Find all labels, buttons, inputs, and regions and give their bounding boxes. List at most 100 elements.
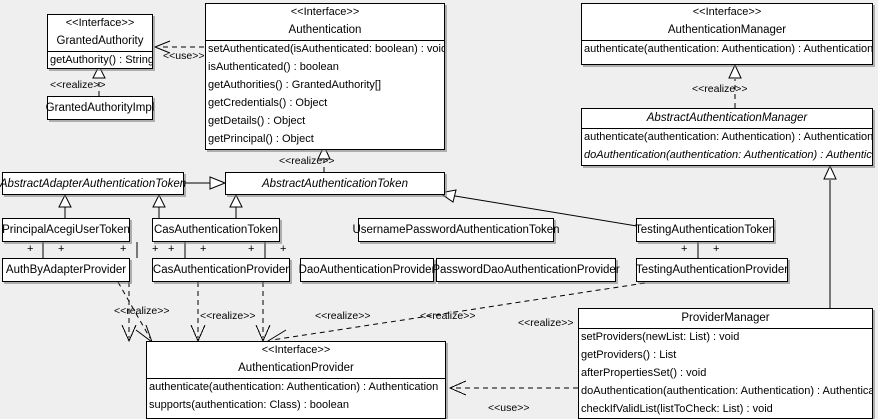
class-dao-authentication-provider[interactable]: DaoAuthenticationProvider [298,258,436,282]
class-testing-authentication-token[interactable]: TestingAuthenticationToken [635,218,776,242]
class-name-abstract-adapter-authentication-token: AbstractAdapterAuthenticationToken [0,177,187,190]
class-name-cas-authentication-provider: CasAuthenticationProvider [152,264,290,276]
class-authentication-manager[interactable]: <<Interface>> AuthenticationManager auth… [581,3,873,65]
class-authentication-provider[interactable]: <<Interface>> AuthenticationProvider aut… [146,341,446,419]
multiplicity-username-password-token-passworddao: + [248,243,255,255]
method-after-properties-set: afterPropertiesSet() : void [581,367,707,380]
stereotype-interface: <<Interface>> [261,344,331,356]
method-get-principal: getPrincipal() : Object [208,132,314,145]
multiplicity-cas-provider: + [152,243,159,255]
multiplicity-principal-acegi-token: + [27,243,34,255]
class-header-provider-manager: ProviderManager [579,309,872,328]
arrowhead-use-provider-manager [448,380,467,396]
class-header-abstract-authentication-manager: AbstractAuthenticationManager [582,109,872,128]
class-granted-authority-impl[interactable]: GrantedAuthorityImpl [45,96,155,120]
arrowhead-realize-dao-authentication-provider [190,324,206,343]
class-name-granted-authority: GrantedAuthority [56,34,144,47]
class-auth-by-adapter-provider[interactable]: AuthByAdapterProvider [2,258,130,282]
edge-label-realize-granted-authority-impl: <<realize>> [50,79,106,91]
class-header-granted-authority: <<Interface>> GrantedAuthority [48,15,152,51]
method-set-providers: setProviders(newList: List) : void [581,331,740,344]
multiplicity-auth-by-adapter-provider: + [58,243,65,255]
method-do-authentication: doAuthentication(authentication: Authent… [581,385,872,398]
method-compartment-provider-manager: setProviders(newList: List) : void getPr… [579,328,872,419]
class-cas-authentication-token[interactable]: CasAuthenticationToken [152,218,280,242]
class-name-testing-authentication-provider: TestingAuthenticationProvider [635,264,789,276]
class-name-authentication: Authentication [288,23,362,36]
multiplicity-cas-token: + [120,243,127,255]
arrowhead-generalize-provider-manager [823,164,837,180]
stereotype-interface: <<Interface>> [692,6,762,18]
method-get-authorities: getAuthorities() : GrantedAuthority[] [208,79,382,91]
arrowhead-generalize-adapter-token [209,176,227,190]
arrowhead-generalize-principal-acegi-user-token [58,193,72,208]
class-name-principal-acegi-user-token: PrincipalAcegiUserToken [2,224,130,236]
class-testing-authentication-provider[interactable]: TestingAuthenticationProvider [636,258,788,282]
arrowhead-generalize-cas-authentication-token [152,193,166,208]
class-abstract-adapter-authentication-token[interactable]: AbstractAdapterAuthenticationToken [0,172,187,195]
method-compartment-authentication: setAuthenticated(isAuthenticated: boolea… [206,40,444,149]
edge-label-realize-password-dao-authentication-provider: <<realize>> [420,310,476,322]
multiplicity-username-password-token-dao: + [168,243,175,255]
class-header-authentication: <<Interface>> Authentication [206,4,444,40]
class-principal-acegi-user-token[interactable]: PrincipalAcegiUserToken [2,218,130,242]
class-abstract-authentication-token[interactable]: AbstractAuthenticationToken [225,172,445,195]
method-authenticate: authenticate(authentication: Authenticat… [149,381,439,394]
edge-label-realize-dao-authentication-provider: <<realize>> [315,310,371,322]
class-abstract-authentication-manager[interactable]: AbstractAuthenticationManager authentica… [581,108,873,166]
method-get-providers: getProviders() : List [581,349,677,362]
method-do-authentication: doAuthentication(authentication: Authent… [584,149,872,162]
class-granted-authority[interactable]: <<Interface>> GrantedAuthority getAuthor… [47,14,153,69]
method-compartment-abstract-authentication-manager: authenticate(authentication: Authenticat… [582,128,872,165]
class-cas-authentication-provider[interactable]: CasAuthenticationProvider [152,258,290,282]
method-compartment-authentication-provider: authenticate(authentication: Authenticat… [147,378,445,415]
class-name-authentication-manager: AuthenticationManager [667,23,787,36]
multiplicity-dao-provider: + [200,243,207,255]
method-get-details: getDetails() : Object [208,114,306,127]
method-authenticate: authenticate(authentication: Authenticat… [584,43,872,56]
edge-label-realize-auth-by-adapter-provider: <<realize>> [114,305,170,317]
multiplicity-testing-provider: + [713,243,720,255]
method-get-authority: getAuthority() : String [50,54,152,67]
class-header-authentication-provider: <<Interface>> AuthenticationProvider [147,342,445,378]
method-get-credentials: getCredentials() : Object [208,96,328,109]
class-name-provider-manager: ProviderManager [681,312,770,324]
class-name-abstract-authentication-manager: AbstractAuthenticationManager [646,112,808,124]
class-password-dao-authentication-provider[interactable]: PasswordDaoAuthenticationProvider [432,258,620,282]
class-name-cas-authentication-token: CasAuthenticationToken [153,224,279,236]
class-name-testing-authentication-token: TestingAuthenticationToken [635,224,776,236]
arrowhead-realize-abstract-authentication-manager [728,63,742,79]
class-name-dao-authentication-provider: DaoAuthenticationProvider [298,264,436,276]
method-authenticate: authenticate(authentication: Authenticat… [584,131,872,144]
method-compartment-granted-authority: getAuthority() : String [48,51,152,70]
edge-label-use-granted-authority: <<use>> [163,50,205,62]
arrowhead-realize-cas-authentication-provider [121,324,137,343]
multiplicity-password-dao-provider: + [280,243,287,255]
class-name-password-dao-authentication-provider: PasswordDaoAuthenticationProvider [432,264,620,276]
class-name-auth-by-adapter-provider: AuthByAdapterProvider [5,264,127,276]
class-name-abstract-authentication-token: AbstractAuthenticationToken [262,177,408,190]
edge-label-realize-cas-authentication-provider: <<realize>> [200,310,256,322]
method-compartment-authentication-manager: authenticate(authentication: Authenticat… [582,40,872,59]
stereotype-interface: <<Interface>> [290,6,360,18]
arrowhead-generalize-username-password-authentication-token [229,193,243,208]
multiplicity-testing-token: + [681,243,688,255]
method-is-authenticated: isAuthenticated() : boolean [208,61,339,74]
class-name-username-password-authentication-token: UsernamePasswordAuthenticationToken [352,224,560,236]
arrowhead-realize-auth-by-adapter-provider [135,324,154,344]
class-authentication[interactable]: <<Interface>> Authentication setAuthenti… [205,3,445,150]
edge-label-realize-abstract-authentication-token: <<realize>> [279,155,335,167]
class-header-authentication-manager: <<Interface>> AuthenticationManager [582,4,872,40]
edge-label-use-provider-manager: <<use>> [488,402,530,414]
method-set-authenticated: setAuthenticated(isAuthenticated: boolea… [208,43,444,56]
edge-label-realize-provider-manager: <<realize>> [518,317,574,329]
class-name-authentication-provider: AuthenticationProvider [238,361,354,374]
class-provider-manager[interactable]: ProviderManager setProviders(newList: Li… [578,308,873,419]
edge-label-realize-abstract-authentication-manager: <<realize>> [692,83,748,95]
arrowhead-realize-password-dao-authentication-provider [255,324,271,343]
method-check-if-valid-list: checkIfValidList(listToCheck: List) : vo… [581,403,773,416]
class-username-password-authentication-token[interactable]: UsernamePasswordAuthenticationToken [352,218,560,242]
class-name-granted-authority-impl: GrantedAuthorityImpl [45,102,155,114]
stereotype-interface: <<Interface>> [65,17,135,29]
